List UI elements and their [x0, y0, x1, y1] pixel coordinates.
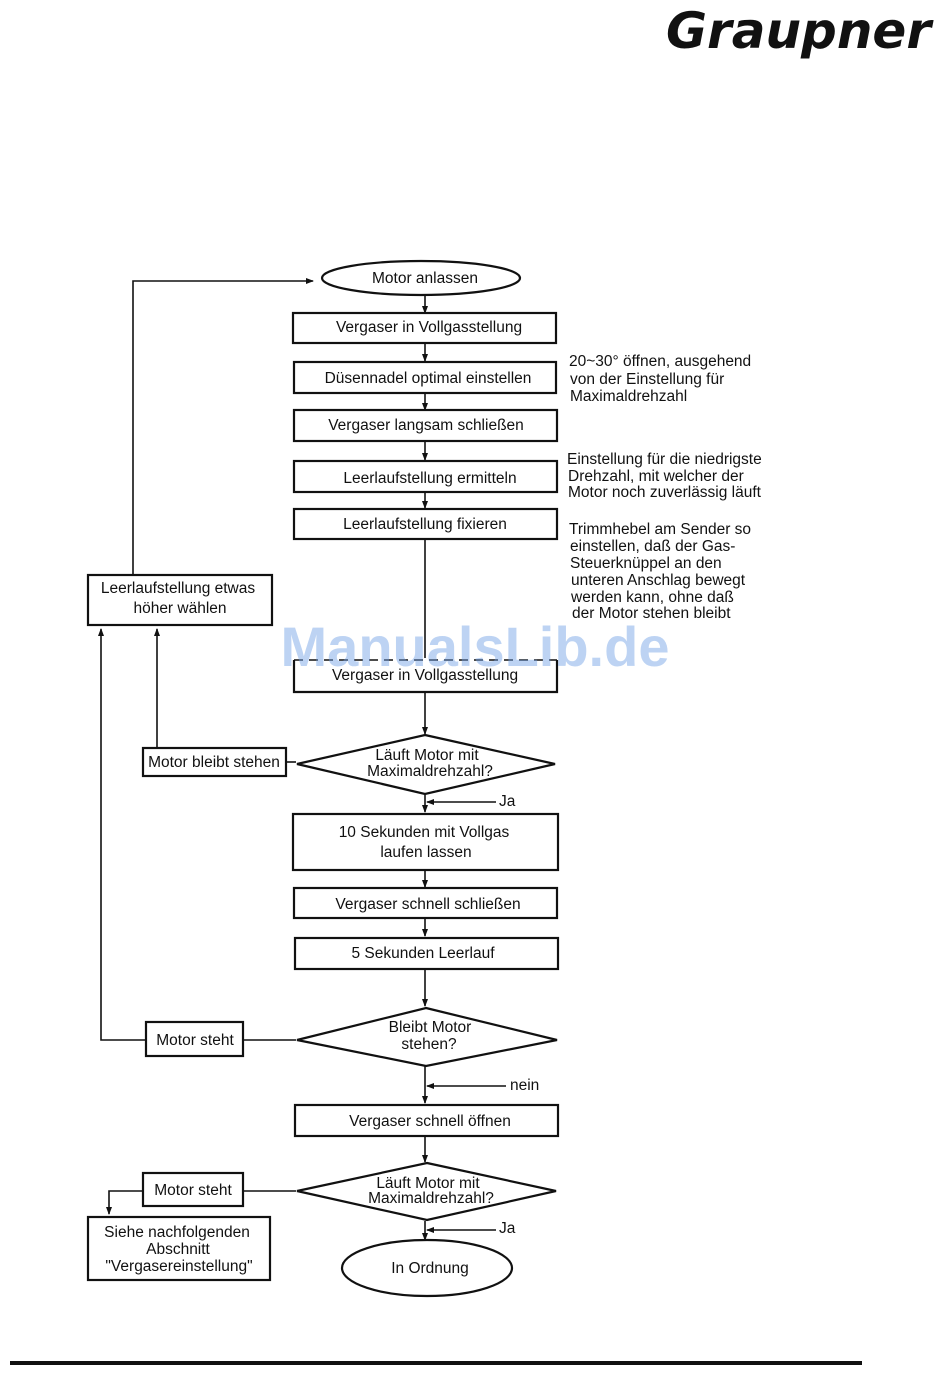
decision-maximaldrehzahl-1: Läuft Motor mit Maximaldrehzahl? [296, 733, 556, 796]
note-line: von der Einstellung für [570, 371, 724, 388]
decision-maximaldrehzahl-2: Läuft Motor mit Maximaldrehzahl? [296, 1161, 557, 1222]
start-node: Motor anlassen [320, 259, 522, 297]
see-section-vergasereinstellung: Siehe nachfolgenden Abschnitt "Vergasere… [86, 1215, 272, 1282]
step-label: Vergaser in Vollgasstellung [336, 319, 522, 336]
decision-label-line-2: Maximaldrehzahl? [367, 763, 493, 780]
step-10-sekunden-vollgas: 10 Sekunden mit Vollgas laufen lassen [291, 812, 560, 872]
watermark: ManualsLib.de [281, 615, 670, 678]
decision-label-line-1: Läuft Motor mit [376, 1175, 480, 1192]
decision-label-line-1: Bleibt Motor [389, 1019, 472, 1036]
retry-label-line-1: Leerlaufstellung etwas [101, 580, 255, 597]
decision-label-line-1: Läuft Motor mit [375, 747, 479, 764]
retry-leerlauf-hoeher: Leerlaufstellung etwas höher wählen [86, 573, 274, 627]
note-line: unteren Anschlag bewegt [571, 572, 746, 589]
outcome-motor-bleibt-stehen: Motor bleibt stehen [141, 746, 288, 778]
note-trimmhebel: Trimmhebel am Sender so einstellen, daß … [569, 521, 751, 622]
note-line: 20~30° öffnen, ausgehend [569, 353, 751, 370]
note-duesennadel: 20~30° öffnen, ausgehend von der Einstel… [569, 353, 751, 405]
step-label: Vergaser in Vollgasstellung [332, 667, 518, 684]
outcome-label: Motor steht [156, 1032, 234, 1049]
start-label: Motor anlassen [372, 270, 478, 287]
connectors [98, 278, 506, 1241]
note-line: der Motor stehen bleibt [572, 605, 731, 622]
step-vollgas-2: Vergaser in Vollgasstellung [292, 659, 559, 694]
outcome-motor-steht-1: Motor steht [144, 1020, 245, 1058]
note-line: Steuerknüppel an den [570, 555, 722, 572]
step-label: Vergaser schnell öffnen [349, 1113, 511, 1130]
outcome-motor-steht-2: Motor steht [141, 1171, 245, 1208]
yes-label: Ja [499, 1220, 516, 1237]
yes-label: Ja [499, 793, 516, 810]
step-label-line-2: laufen lassen [380, 844, 471, 861]
note-line: Motor noch zuverlässig läuft [568, 484, 762, 501]
step-schnell-schliessen: Vergaser schnell schließen [292, 886, 559, 920]
step-label: Leerlaufstellung ermitteln [343, 470, 516, 487]
step-duesennadel: Düsennadel optimal einstellen [292, 360, 558, 395]
step-label: Leerlaufstellung fixieren [343, 516, 507, 533]
step-label: Düsennadel optimal einstellen [325, 370, 532, 387]
step-label: 5 Sekunden Leerlauf [351, 945, 495, 962]
decision-label-line-2: Maximaldrehzahl? [368, 1190, 494, 1207]
end-node: In Ordnung [340, 1238, 514, 1298]
step-schnell-oeffnen: Vergaser schnell öffnen [293, 1103, 560, 1138]
step-label: Vergaser schnell schließen [335, 896, 520, 913]
note-line: Maximaldrehzahl [570, 388, 687, 405]
end-label: In Ordnung [391, 1260, 469, 1277]
decision-bleibt-motor-stehen: Bleibt Motor stehen? [296, 1006, 558, 1068]
graupner-logo: Graupner [666, 2, 934, 60]
step-label: Vergaser langsam schließen [328, 417, 524, 434]
note-line: werden kann, ohne daß [570, 589, 734, 606]
step-leerlauf-ermitteln: Leerlaufstellung ermitteln [292, 459, 559, 494]
note-line: Trimmhebel am Sender so [569, 521, 751, 538]
outcome-label: Motor bleibt stehen [148, 754, 280, 771]
no-label: nein [510, 1077, 539, 1094]
step-leerlauf-fixieren: Leerlaufstellung fixieren [292, 507, 559, 541]
step-label-line-1: 10 Sekunden mit Vollgas [339, 824, 510, 841]
note-line: Drehzahl, mit welcher der [568, 468, 744, 485]
note-leerlauf-ermitteln: Einstellung für die niedrigste Drehzahl,… [567, 451, 762, 501]
step-5-sekunden-leerlauf: 5 Sekunden Leerlauf [293, 936, 560, 971]
see-label-line-3: "Vergasereinstellung" [105, 1258, 252, 1275]
note-line: einstellen, daß der Gas- [570, 538, 735, 555]
step-vollgas-1: Vergaser in Vollgasstellung [291, 311, 558, 345]
see-label-line-1: Siehe nachfolgenden [104, 1224, 250, 1241]
note-line: Einstellung für die niedrigste [567, 451, 762, 468]
retry-label-line-2: höher wählen [133, 600, 226, 617]
outcome-label: Motor steht [154, 1182, 232, 1199]
decision-label-line-2: stehen? [401, 1036, 457, 1053]
step-langsam-schliessen: Vergaser langsam schließen [292, 408, 559, 443]
see-label-line-2: Abschnitt [146, 1241, 210, 1258]
